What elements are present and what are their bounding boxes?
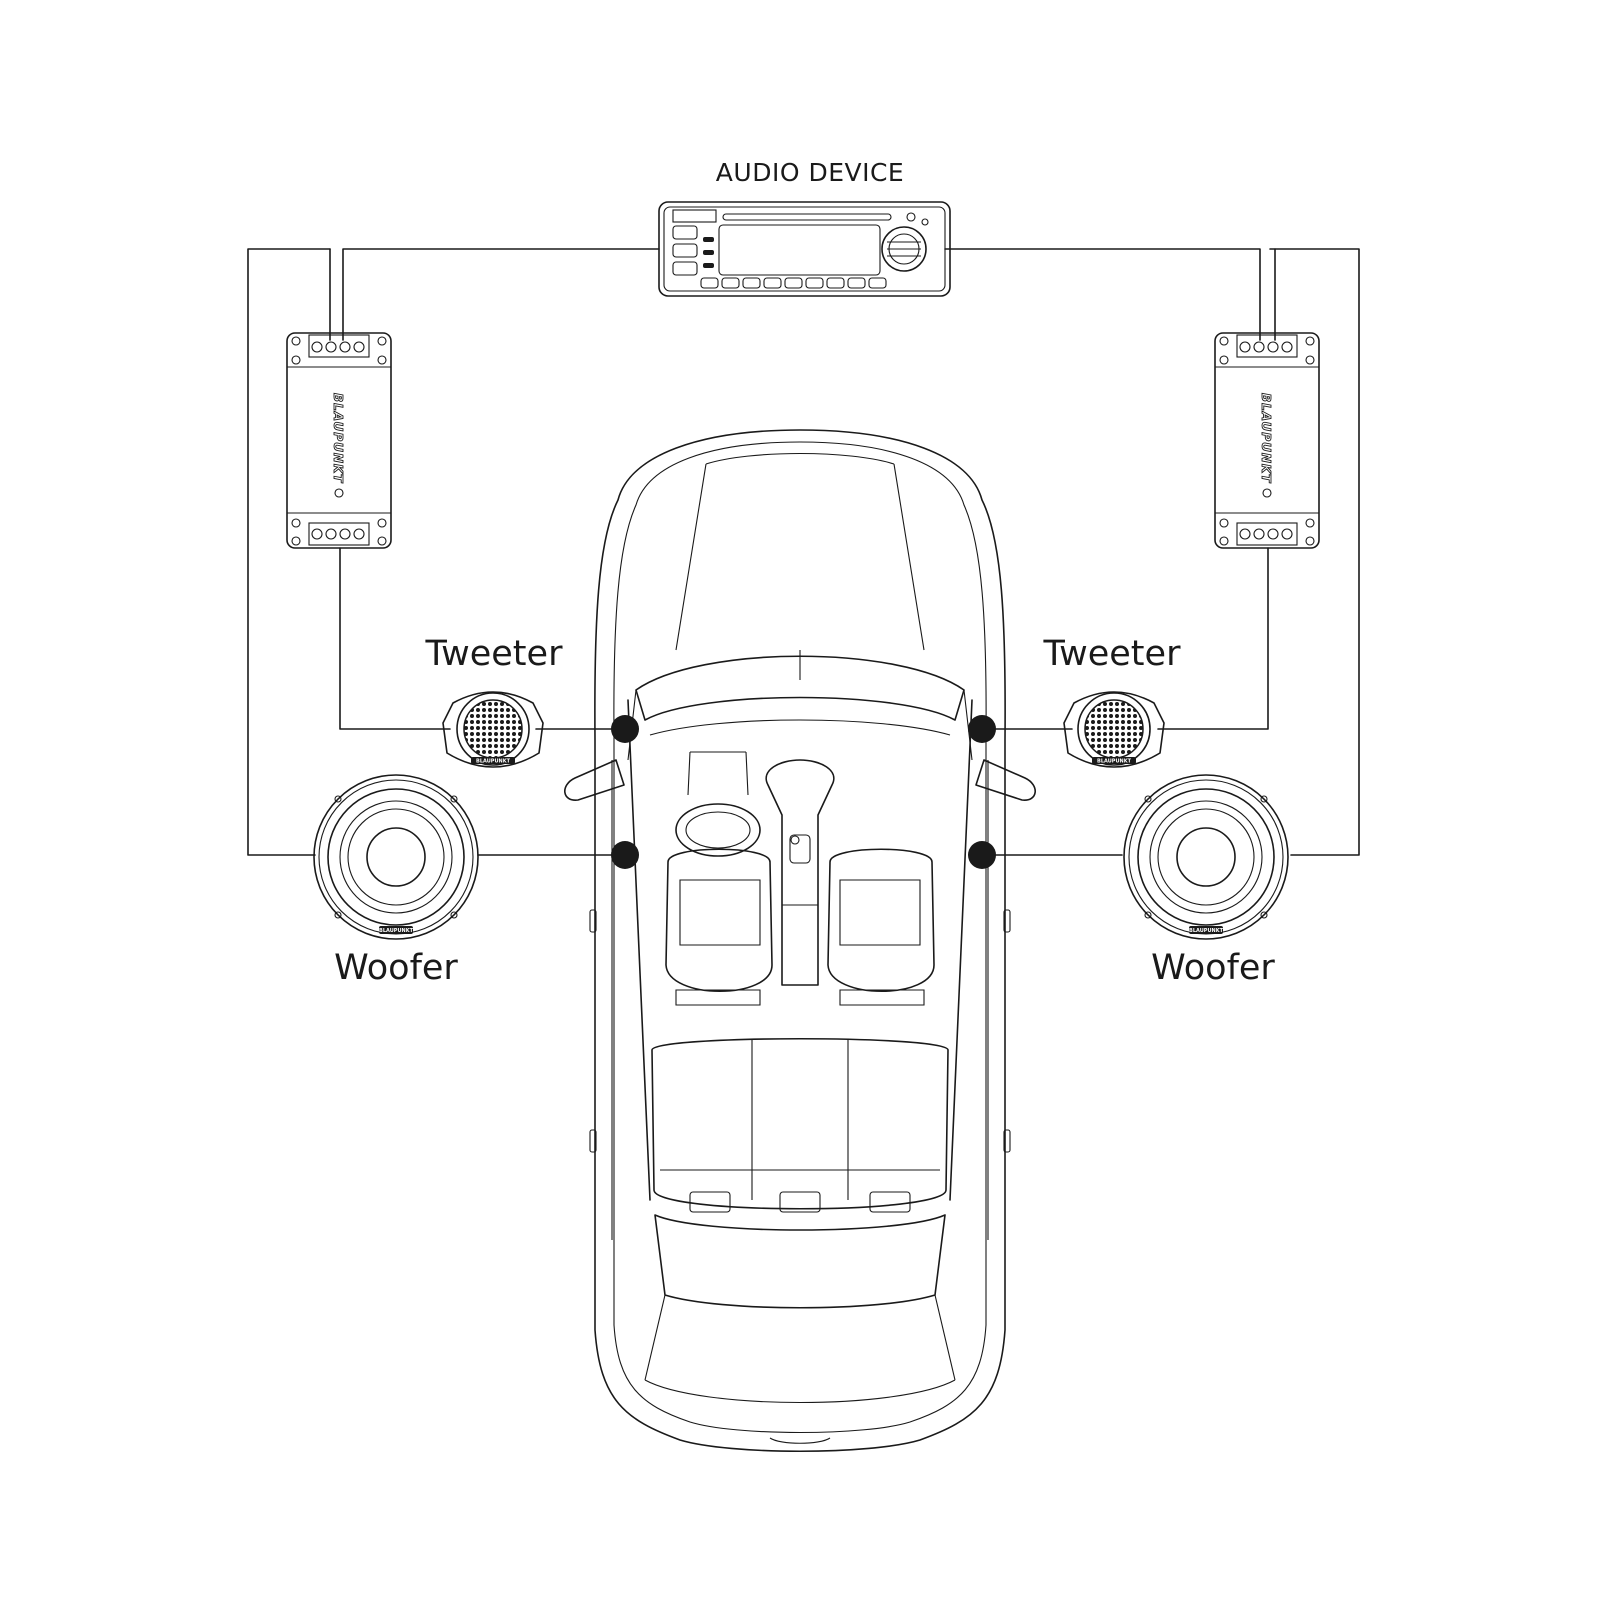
tweeter-right: BLAUPUNKT	[1063, 691, 1165, 768]
tweeter-right-label: Tweeter	[1043, 634, 1181, 674]
car-body-outline	[594, 429, 1006, 1453]
crossover-right-brand: BLAUPUNKT	[1259, 393, 1273, 483]
head-unit	[658, 201, 951, 297]
wire-head-unit-to-left-crossover-a	[342, 248, 660, 341]
tweeter-left-badge: BLAUPUNKT	[476, 759, 511, 765]
car-mirror-left	[564, 759, 625, 801]
wire-head-unit-to-right-crossover-a	[944, 248, 1261, 341]
speaker-mount-points	[611, 715, 996, 869]
wire-head-unit-to-left-woofer	[247, 248, 331, 856]
crossover-right: BLAUPUNKT	[1214, 332, 1320, 549]
rear-seat-bench	[651, 1037, 949, 1213]
steering-wheel-icon	[675, 751, 761, 857]
wiring	[247, 248, 1360, 856]
car-rear-window	[654, 1214, 946, 1309]
front-seat-left	[665, 848, 773, 1006]
woofer-left: BLAUPUNKT	[313, 774, 479, 940]
mount-point-left-woofer	[611, 841, 639, 869]
mount-point-left-tweeter	[611, 715, 639, 743]
mount-point-right-tweeter	[968, 715, 996, 743]
tweeter-left-label: Tweeter	[425, 634, 563, 674]
crossover-left-brand: BLAUPUNKT	[331, 393, 345, 483]
wire-right-crossover-to-tweeter	[1157, 547, 1269, 730]
front-seat-right	[827, 848, 935, 1006]
woofer-left-badge: BLAUPUNKT	[379, 928, 414, 934]
head-unit-disc-slot	[722, 213, 892, 221]
car-top-view	[564, 429, 1036, 1453]
tweeter-right-badge: BLAUPUNKT	[1097, 759, 1132, 765]
wire-head-unit-to-right-woofer	[1269, 248, 1360, 856]
car-windshield	[635, 655, 965, 721]
wire-left-crossover-to-tweeter	[339, 547, 451, 730]
mount-point-right-woofer	[968, 841, 996, 869]
head-unit-display	[718, 224, 881, 276]
woofer-right-badge: BLAUPUNKT	[1189, 928, 1224, 934]
center-console	[765, 759, 835, 986]
tweeter-left: BLAUPUNKT	[442, 691, 544, 768]
woofer-left-label: Woofer	[334, 948, 458, 988]
audio-device-label: AUDIO DEVICE	[715, 158, 905, 187]
woofer-right: BLAUPUNKT	[1123, 774, 1289, 940]
car-hood	[675, 452, 925, 651]
preset-buttons	[700, 277, 887, 289]
woofer-right-label: Woofer	[1151, 948, 1275, 988]
volume-knob-icon	[881, 226, 927, 272]
head-unit-eject-icon	[672, 209, 717, 223]
crossover-left: BLAUPUNKT	[286, 332, 392, 549]
car-mirror-right	[975, 759, 1036, 801]
